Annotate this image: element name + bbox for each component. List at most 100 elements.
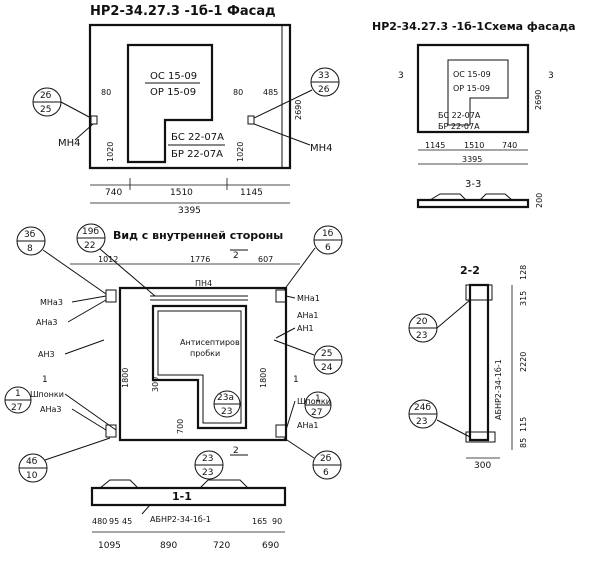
svg-text:33: 33 (318, 71, 329, 81)
section11-profile (90, 486, 287, 507)
facade-view: НР2-34.27.3 -1б-1 Фасад ОС 15-09 ОР 15-0… (32, 4, 340, 216)
svg-text:1145: 1145 (240, 188, 263, 198)
facade-panel (88, 23, 292, 170)
facade-door-2: БР 22-07А (171, 149, 223, 160)
inner-section-mark-side-left: 1 (42, 375, 48, 385)
inner-label-right-3: Шпонки (297, 397, 331, 406)
svg-text:ПН4: ПН4 (195, 279, 212, 288)
inner-section-mark-bottom: 2 (233, 446, 239, 456)
svg-text:1145: 1145 (425, 141, 445, 150)
facade-opening (126, 43, 214, 164)
section-1-1: 1-1 АБНР2-34-1б-1 480 95 45 165 90 1095 … (90, 479, 287, 551)
svg-text:690: 690 (262, 541, 279, 551)
inner-section-mark-side-right: 1 (293, 375, 299, 385)
svg-text:10: 10 (26, 471, 38, 481)
svg-text:4б: 4б (26, 457, 38, 467)
svg-text:ОР 15-09: ОР 15-09 (453, 84, 490, 93)
inner-label-right-1: АНа1 (297, 311, 318, 320)
inner-title: Вид с внутренней стороны (113, 229, 283, 242)
svg-text:1095: 1095 (98, 541, 121, 551)
callout-e: 127 (4, 386, 32, 414)
inner-label-right-4: АНа1 (297, 421, 318, 430)
svg-text:480: 480 (92, 517, 107, 526)
facade-door-1: БС 22-07А (171, 132, 224, 143)
svg-text:24: 24 (321, 363, 333, 373)
svg-text:607: 607 (258, 255, 273, 264)
svg-text:2220: 2220 (519, 352, 528, 372)
svg-text:300: 300 (151, 377, 160, 392)
svg-text:1: 1 (315, 394, 321, 404)
section11-title: 1-1 (172, 490, 192, 503)
svg-text:23: 23 (416, 331, 427, 341)
svg-text:23: 23 (416, 417, 427, 427)
svg-text:1510: 1510 (170, 188, 193, 198)
svg-text:740: 740 (502, 141, 517, 150)
inner-label-left-0: МНа3 (40, 298, 63, 307)
svg-text:200: 200 (535, 193, 544, 208)
svg-text:1800: 1800 (259, 368, 268, 388)
svg-text:22: 22 (84, 241, 95, 251)
svg-text:85: 85 (519, 438, 528, 448)
svg-text:300: 300 (474, 461, 491, 471)
svg-text:23: 23 (221, 407, 232, 417)
facade-window-1: ОС 15-09 (150, 71, 197, 82)
svg-text:80: 80 (233, 88, 243, 97)
svg-text:БР 22-07А: БР 22-07А (438, 122, 480, 131)
scheme-section-mark-right: 3 (548, 71, 554, 81)
inner-center-label-2: пробки (190, 349, 220, 358)
inner-panel (118, 286, 288, 442)
inner-label-left-4: АНа3 (40, 405, 61, 414)
svg-text:315: 315 (519, 291, 528, 306)
svg-text:БС 22-07А: БС 22-07А (438, 111, 481, 120)
callout-i: 2б6 (283, 437, 342, 480)
svg-text:23: 23 (202, 454, 213, 464)
inner-label-right-2: АН1 (297, 324, 314, 333)
facade-mn-left: МН4 (58, 138, 81, 149)
svg-text:720: 720 (213, 541, 230, 551)
svg-text:23а: 23а (217, 393, 234, 403)
svg-text:25: 25 (40, 105, 51, 115)
svg-text:890: 890 (160, 541, 177, 551)
svg-text:1012: 1012 (98, 255, 118, 264)
inner-center-label-1: Антисептиров (180, 338, 240, 347)
scheme-section-profile (416, 198, 530, 209)
inner-label-left-3: Шпонки (30, 390, 64, 399)
svg-text:2б: 2б (40, 91, 52, 101)
inner-label-right-0: МНа1 (297, 294, 320, 303)
facade-window-2: ОР 15-09 (150, 87, 196, 98)
svg-text:1800: 1800 (121, 368, 130, 388)
inner-label-left-1: АНа3 (36, 318, 57, 327)
svg-text:24б: 24б (414, 403, 431, 413)
svg-text:27: 27 (311, 408, 322, 418)
svg-text:27: 27 (11, 403, 22, 413)
section11-label: АБНР2-34-1б-1 (150, 515, 211, 524)
svg-text:3395: 3395 (178, 206, 201, 216)
svg-text:1020: 1020 (106, 142, 115, 162)
svg-text:6: 6 (323, 468, 329, 478)
svg-text:45: 45 (122, 517, 132, 526)
svg-text:2690: 2690 (534, 90, 543, 110)
scheme-title: НР2-34.27.3 -1б-1Схема фасада (372, 20, 576, 33)
inner-opening (151, 304, 248, 430)
svg-text:1б: 1б (322, 229, 334, 239)
scheme-section-mark-left: 3 (398, 71, 404, 81)
svg-text:19б: 19б (82, 227, 99, 237)
inner-label-left-2: АН3 (38, 350, 55, 359)
svg-text:2690: 2690 (294, 100, 303, 120)
callout-a: 3б8 (16, 226, 107, 295)
svg-text:80: 80 (101, 88, 111, 97)
svg-text:23: 23 (202, 468, 213, 478)
svg-text:26: 26 (318, 85, 330, 95)
svg-text:1: 1 (15, 389, 21, 399)
svg-text:128: 128 (519, 265, 528, 280)
scheme-view: НР2-34.27.3 -1б-1Схема фасада ОС 15-09 О… (372, 20, 576, 209)
svg-text:6: 6 (325, 243, 331, 253)
section22-label: АБНР2-34-1б-1 (494, 359, 503, 420)
callout-c: 1б6 (283, 225, 343, 291)
